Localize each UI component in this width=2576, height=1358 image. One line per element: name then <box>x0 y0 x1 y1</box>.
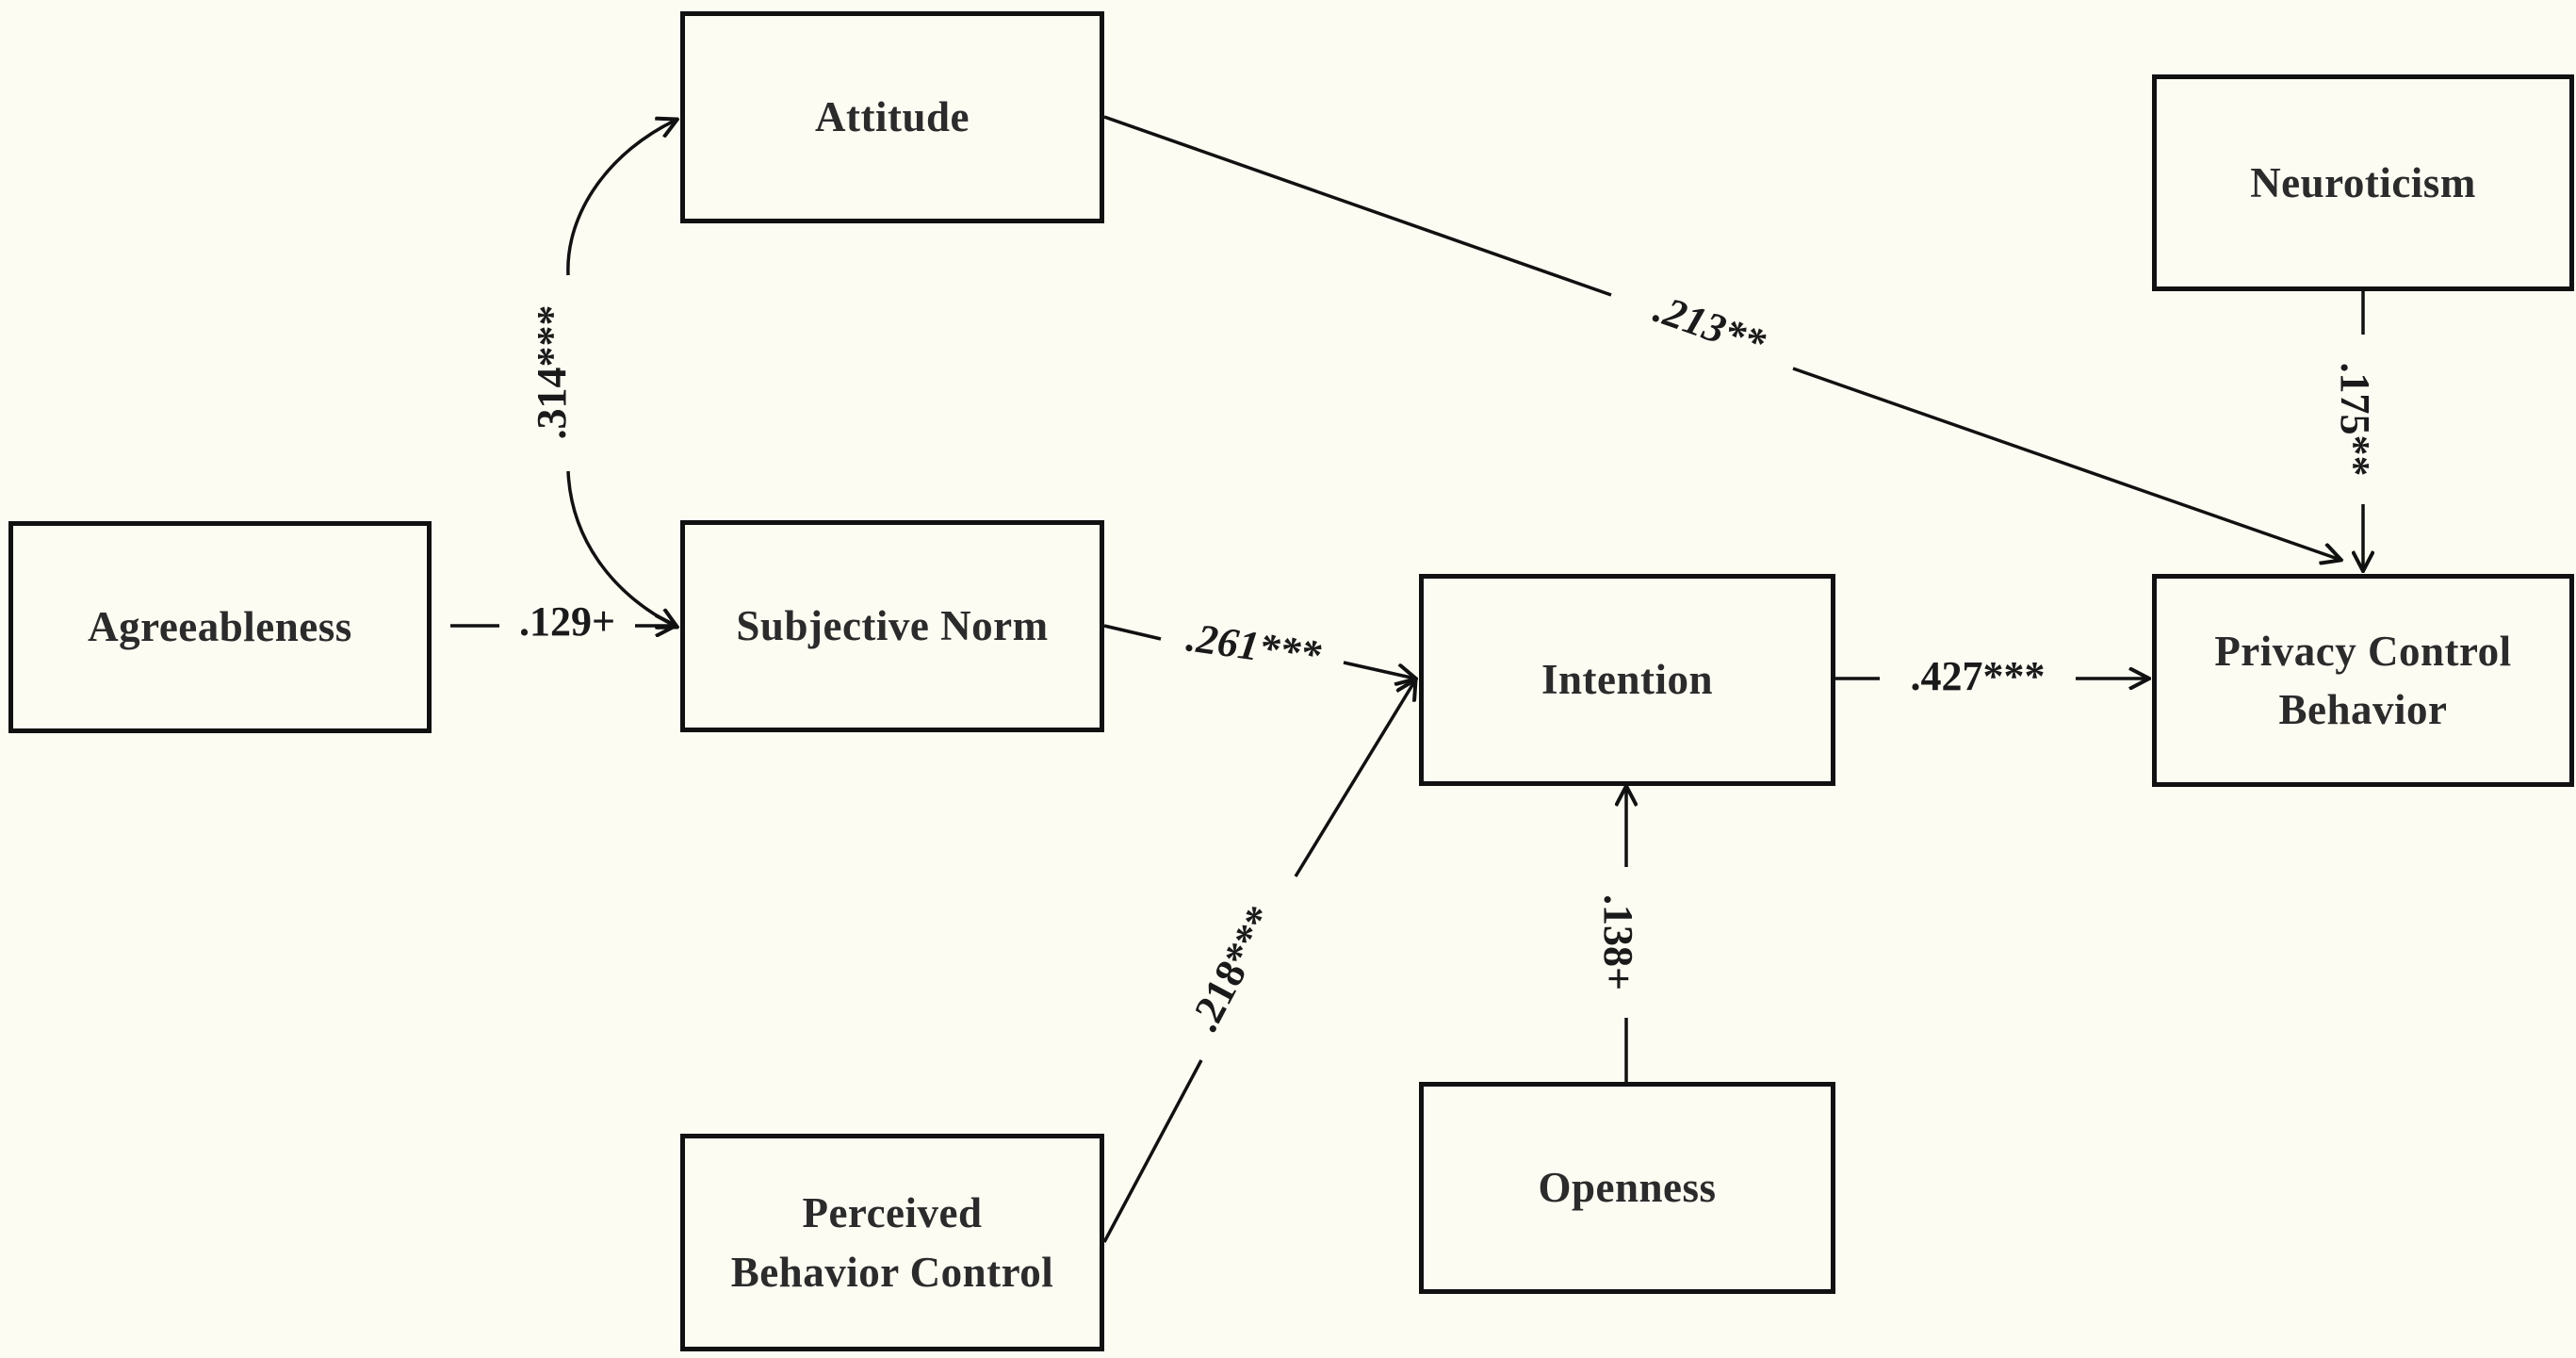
node-label-agreeableness: Agreeableness <box>88 603 352 651</box>
edge-attitude-subjective-norm: .314*** <box>529 120 677 627</box>
node-privacy-control-behavior: Privacy Control Behavior <box>2152 574 2574 787</box>
node-intention: Intention <box>1419 574 1835 786</box>
edge-line <box>1294 680 1415 877</box>
edge-line <box>566 470 677 627</box>
edge-label: .213** <box>1648 286 1771 368</box>
edge-neuroticism-privacy: .175** <box>2332 291 2378 570</box>
node-agreeableness: Agreeableness <box>8 521 432 733</box>
edge-label: .138+ <box>1595 894 1641 990</box>
node-label-privacy-control-behavior: Privacy Control Behavior <box>2214 627 2512 733</box>
edge-label: .218*** <box>1181 898 1284 1039</box>
node-openness: Openness <box>1419 1082 1835 1294</box>
edge-line <box>1103 624 1162 641</box>
edge-openness-intention: .138+ <box>1595 787 1641 1082</box>
edge-label: .175** <box>2332 363 2378 477</box>
node-label-attitude: Attitude <box>815 93 970 141</box>
node-label-openness: Openness <box>1538 1164 1717 1212</box>
edge-line <box>566 120 677 276</box>
edge-subjective-norm-intention: .261*** <box>1103 614 1415 679</box>
edge-label: .129+ <box>519 598 615 645</box>
edge-agreeableness-subjective-norm: .129+ <box>450 598 675 645</box>
edge-line <box>1102 1059 1203 1243</box>
edge-line <box>1343 661 1415 679</box>
edge-line <box>1103 115 1612 297</box>
node-label-perceived-behavior-control: Perceived Behavior Control <box>730 1189 1054 1296</box>
node-perceived-behavior-control: Perceived Behavior Control <box>680 1134 1104 1351</box>
node-label-intention: Intention <box>1541 656 1714 704</box>
node-label-neuroticism: Neuroticism <box>2250 158 2476 206</box>
edge-intention-privacy: .427*** <box>1835 653 2148 699</box>
node-label-subjective-norm: Subjective Norm <box>736 602 1049 650</box>
node-neuroticism: Neuroticism <box>2152 74 2574 291</box>
edge-label: .261*** <box>1183 614 1324 679</box>
node-attitude: Attitude <box>680 11 1104 223</box>
node-subjective-norm: Subjective Norm <box>680 520 1104 732</box>
edge-label: .427*** <box>1911 653 2046 699</box>
edge-line <box>1792 367 2340 560</box>
edge-label: .314*** <box>529 305 575 440</box>
edge-perceived-control-intention: .218*** <box>1102 680 1415 1243</box>
